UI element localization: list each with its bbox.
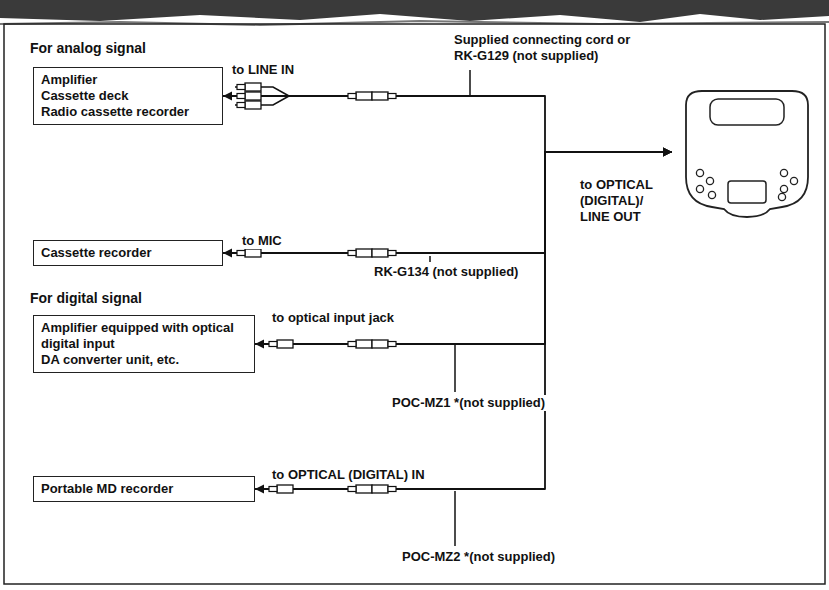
cable	[255, 152, 672, 344]
player-button	[780, 185, 787, 192]
plug-symbol	[372, 249, 388, 257]
jack-label: to OPTICAL (DIGITAL) IN	[270, 467, 427, 483]
player-body	[686, 91, 808, 217]
cable-name: Supplied connecting cord or RK-G129 (not…	[452, 32, 646, 64]
cable	[223, 96, 672, 152]
arrowhead	[255, 485, 264, 494]
jack-label: to optical input jack	[270, 310, 396, 326]
plug-symbol	[372, 485, 388, 493]
plug-symbol	[372, 340, 388, 348]
lid-window	[710, 99, 784, 125]
plug-tip	[388, 342, 396, 347]
jack-label: to MIC	[240, 233, 284, 249]
section-heading: For digital signal	[28, 290, 144, 306]
arrowhead	[663, 148, 672, 157]
plug-symbol	[245, 83, 261, 91]
display-window	[728, 181, 766, 203]
leader-line	[429, 256, 431, 262]
md-player: to OPTICAL (DIGITAL)/ LINE OUT	[672, 85, 822, 220]
plug-tip	[237, 94, 245, 99]
plug-tip	[348, 487, 356, 492]
plug-symbol	[245, 249, 261, 257]
plug-symbol	[356, 249, 372, 257]
port-label: to OPTICAL (DIGITAL)/ LINE OUT	[580, 177, 662, 225]
device-name: Cassette deck	[41, 88, 215, 104]
device-name: Amplifier	[41, 72, 215, 88]
plug-tip	[237, 85, 245, 90]
device-name: Cassette recorder	[41, 245, 215, 261]
leader-line	[454, 491, 456, 546]
device-name: Amplifier equipped with optical digital …	[41, 320, 247, 352]
cable	[223, 152, 672, 253]
plug-symbol	[245, 101, 261, 109]
arrowhead	[663, 148, 672, 157]
player-button	[780, 169, 787, 176]
player-button	[696, 185, 703, 192]
leader-line	[454, 345, 456, 392]
plug-tip	[348, 251, 356, 256]
device-box: AmplifierCassette deckRadio cassette rec…	[33, 67, 223, 125]
arrowhead	[255, 340, 264, 349]
plug-tip	[388, 251, 396, 256]
section-heading: For analog signal	[28, 40, 148, 56]
device-box: Portable MD recorder	[33, 476, 255, 502]
cable-name: POC-MZ2 *(not supplied)	[400, 549, 557, 565]
plug-symbol	[245, 92, 261, 100]
plug-symbol	[356, 92, 372, 100]
plug-tip	[348, 94, 356, 99]
player-illustration	[672, 85, 822, 220]
arrowhead	[223, 92, 232, 101]
arrowhead	[223, 249, 232, 258]
plug-tip	[388, 487, 396, 492]
player-button	[706, 177, 713, 184]
plug-tip	[269, 487, 277, 492]
plug-tip	[237, 103, 245, 108]
cable-name: POC-MZ1 *(not supplied)	[390, 395, 547, 411]
device-name: Portable MD recorder	[41, 481, 247, 497]
plug-symbol	[277, 485, 293, 493]
player-button	[708, 191, 715, 198]
player-button	[696, 169, 703, 176]
device-box: Cassette recorder	[33, 240, 223, 266]
jack-label: to LINE IN	[230, 62, 296, 78]
plug-tip	[348, 342, 356, 347]
plug-tip	[388, 94, 396, 99]
plug-symbol	[356, 485, 372, 493]
device-name: DA converter unit, etc.	[41, 352, 247, 368]
player-button	[790, 177, 797, 184]
plug-symbol	[277, 340, 293, 348]
plug-symbol	[372, 92, 388, 100]
device-name: Radio cassette recorder	[41, 104, 215, 120]
arrowhead	[663, 148, 672, 157]
plug-tip	[237, 251, 245, 256]
player-button	[778, 193, 785, 200]
scan-band	[0, 0, 829, 22]
cable	[255, 152, 672, 489]
plug-symbol	[356, 340, 372, 348]
frame	[4, 24, 825, 584]
plug-tip	[269, 342, 277, 347]
arrowhead	[663, 148, 672, 157]
cable-name: RK-G134 (not supplied)	[372, 264, 520, 280]
device-box: Amplifier equipped with optical digital …	[33, 315, 255, 373]
leader-line	[469, 70, 471, 95]
